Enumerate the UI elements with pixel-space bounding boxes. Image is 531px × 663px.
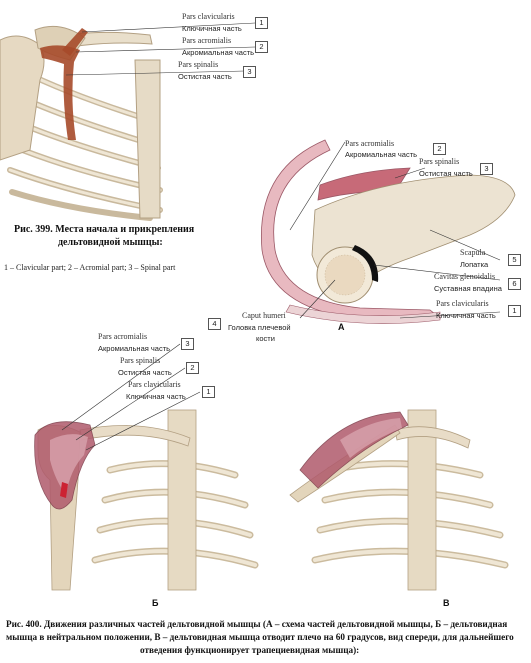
fig400-caption-line2: мышца в нейтральном положении, В – дельт…: [6, 632, 514, 642]
figA-letter: А: [338, 322, 345, 332]
figA-label-acromialis-latin: Pars acromialis: [345, 139, 395, 148]
fig399-caption-line2: дельтовидной мышцы:: [58, 237, 163, 248]
figB-label-acromialis-latin: Pars acromialis: [98, 332, 148, 341]
fig399-number-2: 2: [255, 41, 268, 53]
fig400-caption-line1: Рис. 400. Движения различных частей дель…: [6, 619, 508, 629]
figB-label-spinalis-latin: Pars spinalis: [120, 356, 161, 365]
fig399-label-2-latin: Pars acromialis: [182, 36, 232, 45]
figA-label-clavicularis-latin: Pars clavicularis: [436, 299, 489, 308]
fig399-legend: 1 – Clavicular part; 2 – Acromial part; …: [4, 263, 176, 272]
figA-label-spinalis-latin: Pars spinalis: [419, 157, 460, 166]
figA-label-caput-russian-2: кости: [256, 334, 275, 343]
figB-label-spinalis-russian: Остистая часть: [118, 368, 172, 377]
figB-number-2: 2: [186, 362, 199, 374]
figV-letter: В: [443, 598, 450, 608]
fig399-leader-lines: [65, 22, 256, 76]
figA-label-spinalis-russian: Остистая часть: [419, 169, 473, 178]
figB-number-3: 3: [181, 338, 194, 350]
figA-schematic: [260, 139, 516, 324]
figA-number-3: 3: [480, 163, 493, 175]
figA-label-clavicularis-russian: Ключичная часть: [436, 311, 496, 320]
figB-letter: Б: [152, 598, 159, 608]
figA-number-6: 6: [508, 278, 521, 290]
figB-label-clavicularis-russian: Ключичная часть: [126, 392, 186, 401]
fig399-caption-line1: Рис. 399. Места начала и прикрепления: [14, 224, 195, 235]
fig399-label-2-russian: Акромиальная часть: [182, 48, 255, 57]
fig400-caption-line3: отведения функционирует трапециевидная м…: [140, 645, 360, 655]
figA-label-glenoid-russian: Суставная впадина: [434, 284, 502, 293]
fig399-label-1-latin: Pars clavicularis: [182, 12, 235, 21]
figA-label-acromialis-russian: Акромиальная часть: [345, 150, 418, 159]
figA-number-4: 4: [208, 318, 221, 330]
figV-skeleton: [289, 409, 509, 591]
fig399-number-1: 1: [255, 17, 268, 29]
fig399-label-3-russian: Остистая часть: [178, 72, 232, 81]
figB-skeleton: [34, 343, 259, 591]
figA-number-2: 2: [433, 143, 446, 155]
fig399-skeleton: [0, 0, 163, 221]
figA-label-glenoid-latin: Cavitas glenoidalis: [434, 272, 496, 281]
figA-number-1: 1: [508, 305, 521, 317]
figB-number-1: 1: [202, 386, 215, 398]
figA-number-5: 5: [508, 254, 521, 266]
fig399-label-3-latin: Pars spinalis: [178, 60, 219, 69]
figB-label-clavicularis-latin: Pars clavicularis: [128, 380, 181, 389]
fig399-number-3: 3: [243, 66, 256, 78]
figB-label-acromialis-russian: Акромиальная часть: [98, 344, 171, 353]
figA-label-scapula-russian: Лопатка: [460, 260, 489, 269]
figA-label-caput-russian: Головка плечевой: [228, 323, 291, 332]
figA-label-scapula-latin: Scapula: [460, 248, 486, 257]
fig399-label-1-russian: Ключичная часть: [182, 24, 242, 33]
figA-label-caput-latin: Caput humeri: [242, 311, 286, 320]
